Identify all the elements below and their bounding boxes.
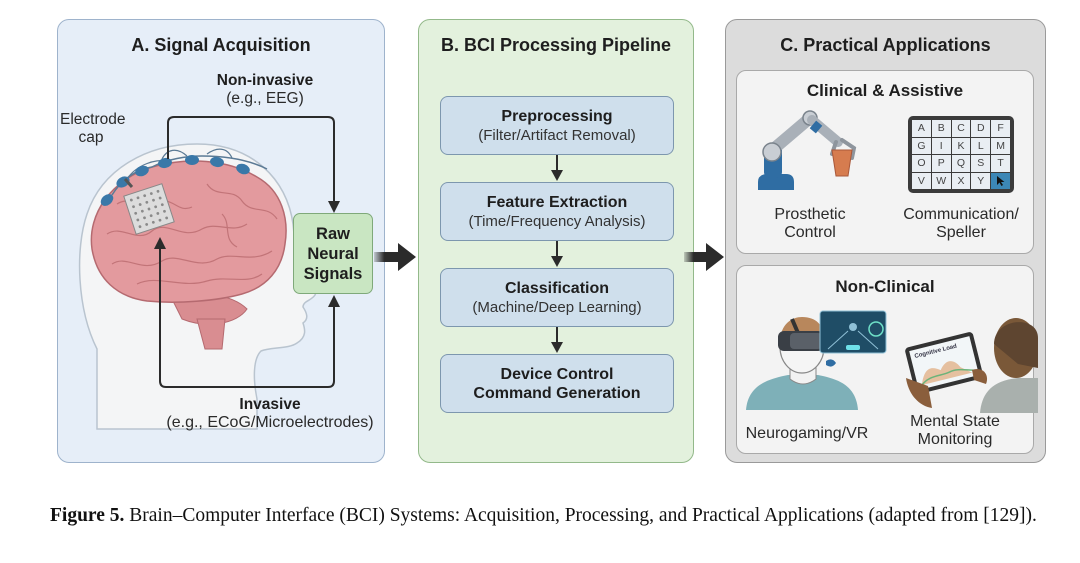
step-sub: (Time/Frequency Analysis) — [468, 212, 646, 230]
panel-a-title: A. Signal Acquisition — [131, 35, 311, 55]
robotic-arm-icon — [758, 110, 857, 190]
mental-state-monitoring-illustration: Cognitive Load — [905, 318, 1038, 413]
raw-box-line1: Raw — [316, 224, 350, 243]
speller-key: O — [912, 155, 931, 172]
figure-caption: Figure 5. Brain–Computer Interface (BCI)… — [50, 503, 1060, 528]
communication-speller-label: Communication/ Speller — [888, 206, 1034, 242]
step-title: Classification — [504, 279, 610, 297]
arrow-a-to-b — [374, 243, 416, 271]
invasive-label: Invasive (e.g., ECoG/Microelectrodes) — [140, 396, 400, 432]
down-arrow-icon — [551, 241, 563, 267]
caption-text: Brain–Computer Interface (BCI) Systems: … — [124, 505, 1037, 526]
step-preprocessing: Preprocessing (Filter/Artifact Removal) — [440, 96, 674, 155]
arrow-b-to-c — [684, 243, 724, 271]
prosthetic-control-label: Prosthetic Control — [750, 206, 870, 242]
electrode-label-line1: Electrode — [60, 111, 126, 128]
label-line1: Mental State — [910, 413, 1000, 430]
head-brain-illustration — [78, 116, 340, 430]
electrode-cap-wire — [111, 155, 268, 196]
label-line1: Neurogaming/VR — [745, 425, 869, 442]
step-title: Preprocessing — [501, 107, 613, 125]
speller-key: V — [912, 172, 931, 189]
speller-key: D — [971, 120, 991, 137]
speller-key: F — [991, 120, 1010, 137]
speller-key: T — [991, 155, 1010, 172]
speller-key: A — [912, 120, 931, 137]
speller-key: K — [951, 137, 971, 154]
electrode-cap-label: Electrode cap — [60, 111, 126, 147]
raw-box-line2: Neural — [307, 244, 359, 263]
label-line1: Communication/ — [903, 206, 1019, 223]
speller-key: X — [951, 172, 971, 189]
speller-key: P — [931, 155, 951, 172]
speller-key: Q — [951, 155, 971, 172]
step-sub: Command Generation — [473, 384, 641, 402]
mental-state-monitoring-label: Mental State Monitoring — [890, 413, 1020, 449]
step-classification: Classification (Machine/Deep Learning) — [440, 268, 674, 327]
noninvasive-label: Non-invasive (e.g., EEG) — [195, 72, 335, 108]
speller-key: B — [931, 120, 951, 137]
label-line2: Speller — [936, 224, 986, 241]
panel-c-title: C. Practical Applications — [780, 35, 991, 55]
step-sub: (Machine/Deep Learning) — [472, 298, 642, 316]
caption-label: Figure 5. — [50, 505, 125, 526]
speller-key: L — [971, 137, 991, 154]
speller-key-selected — [991, 172, 1010, 189]
step-sub: (Filter/Artifact Removal) — [478, 126, 636, 144]
down-arrow-icon — [551, 155, 563, 181]
nonclinical-title: Non-Clinical — [835, 277, 935, 296]
noninvasive-title: Non-invasive — [216, 72, 314, 89]
step-device-control: Device Control Command Generation — [440, 354, 674, 413]
vr-gamer-illustration — [746, 310, 887, 410]
electrode-label-line2: cap — [78, 129, 104, 146]
label-line1: Prosthetic — [774, 206, 846, 223]
speller-key: I — [931, 137, 951, 154]
noninvasive-sub: (e.g., EEG) — [226, 90, 304, 107]
invasive-title: Invasive — [239, 396, 301, 413]
electrode-icons — [100, 155, 250, 206]
panel-b-title: B. BCI Processing Pipeline — [440, 35, 672, 55]
invasive-sub: (e.g., ECoG/Microelectrodes) — [166, 414, 374, 431]
speller-key: Y — [971, 172, 991, 189]
step-feature-extraction: Feature Extraction (Time/Frequency Analy… — [440, 182, 674, 241]
speller-key: M — [991, 137, 1010, 154]
step-title: Device Control — [500, 365, 614, 383]
raw-neural-signals-box: Raw Neural Signals — [293, 213, 373, 294]
speller-key: W — [931, 172, 951, 189]
raw-box-line3: Signals — [303, 264, 363, 283]
ecog-grid-icon — [123, 183, 175, 235]
tablet-icon: Cognitive Load — [905, 332, 984, 394]
speller-key: C — [951, 120, 971, 137]
cup-icon — [831, 149, 853, 177]
label-line2: Control — [784, 224, 836, 241]
clinical-title: Clinical & Assistive — [806, 81, 964, 100]
game-screen-icon — [819, 310, 887, 354]
invasive-arrow — [159, 247, 335, 388]
noninvasive-arrow — [167, 116, 335, 203]
label-line2: Monitoring — [917, 431, 993, 448]
cursor-icon — [996, 175, 1005, 186]
neurogaming-vr-label: Neurogaming/VR — [742, 425, 872, 443]
speller-key: S — [971, 155, 991, 172]
step-title: Feature Extraction — [486, 193, 628, 211]
pipeline-arrows — [551, 155, 563, 353]
speller-key: G — [912, 137, 931, 154]
down-arrow-icon — [551, 327, 563, 353]
